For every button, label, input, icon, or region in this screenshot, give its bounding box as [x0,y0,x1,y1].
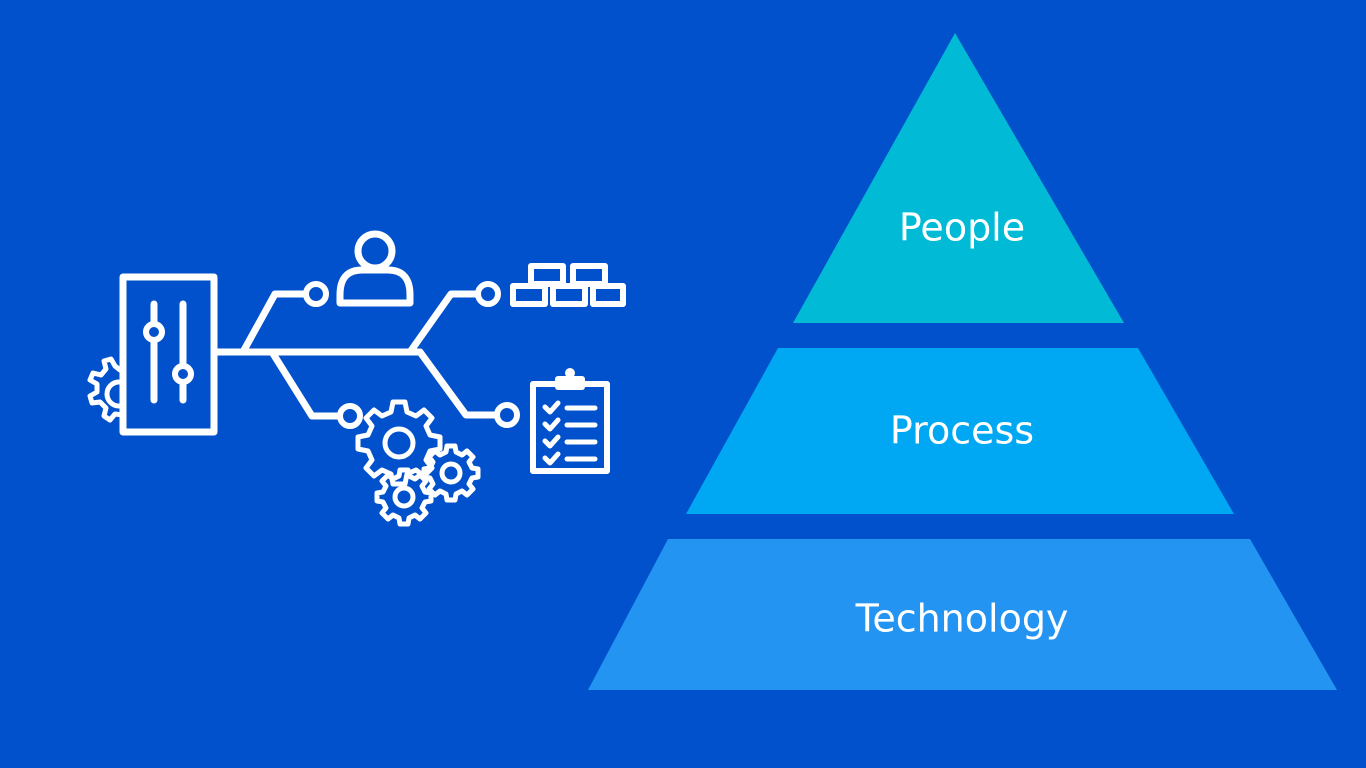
process-illustration [87,230,626,527]
bricks-icon [510,263,626,307]
gears-cluster-icon [355,399,481,527]
tier-label-process: Process [890,409,1034,453]
connector-lines [210,281,520,429]
pyramid-tier-technology: Technology [588,539,1337,690]
pyramid-tier-process: Process [686,348,1234,514]
user-icon [336,230,414,307]
control-panel-icon [119,273,218,436]
tier-label-technology: Technology [855,597,1069,641]
tier-label-people: People [899,206,1025,250]
pyramid-tier-people: People [793,33,1124,323]
clipboard-checklist-icon [530,368,610,474]
sliders-icon [143,300,194,404]
pyramid: People Process Technology [588,33,1337,690]
